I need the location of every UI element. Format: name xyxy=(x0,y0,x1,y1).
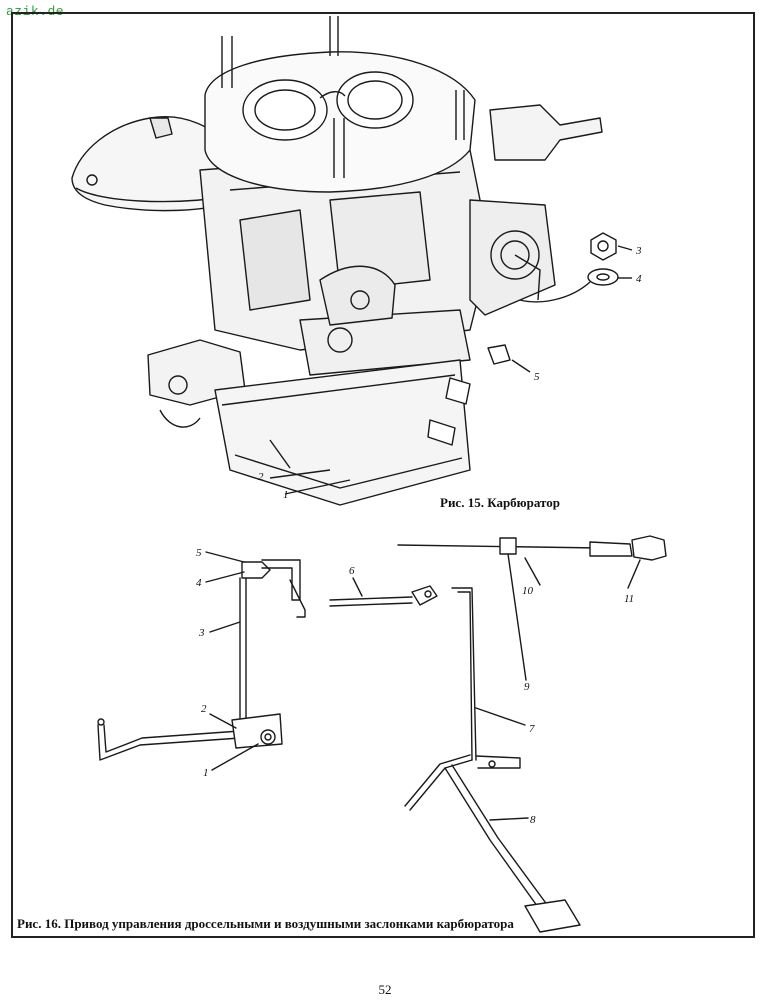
figure16-caption: Рис. 16. Привод управления дроссельными … xyxy=(17,916,514,931)
callout-15-2: 2 xyxy=(258,471,264,483)
page-frame xyxy=(11,12,755,938)
callout-16-11: 11 xyxy=(624,593,634,605)
callout-16-4: 4 xyxy=(196,577,202,589)
carburetor-illustration xyxy=(71,16,633,506)
callout-16-2: 2 xyxy=(201,703,207,715)
callout-16-10: 10 xyxy=(522,585,534,597)
callout-16-6: 6 xyxy=(349,565,355,577)
callout-15-4: 4 xyxy=(636,273,642,285)
callout-16-5: 5 xyxy=(196,547,202,559)
figure16-callouts: 1 2 3 4 5 6 7 8 9 10 11 xyxy=(196,547,634,826)
callout-16-1: 1 xyxy=(203,767,209,779)
callout-16-3: 3 xyxy=(198,627,205,639)
callout-15-5: 5 xyxy=(534,371,540,383)
callout-16-9: 9 xyxy=(524,681,530,693)
watermark: azik.de xyxy=(6,4,65,19)
figure15-caption: Рис. 15. Карбюратор xyxy=(440,495,560,510)
callout-15-3: 3 xyxy=(635,245,642,257)
throttle-linkage-illustration xyxy=(97,535,667,933)
callout-15-1: 1 xyxy=(283,489,289,501)
callout-16-7: 7 xyxy=(529,723,535,735)
page-number: 52 xyxy=(378,982,392,997)
figure15-callouts: 1 2 3 4 5 xyxy=(258,245,642,501)
callout-16-8: 8 xyxy=(530,814,536,826)
